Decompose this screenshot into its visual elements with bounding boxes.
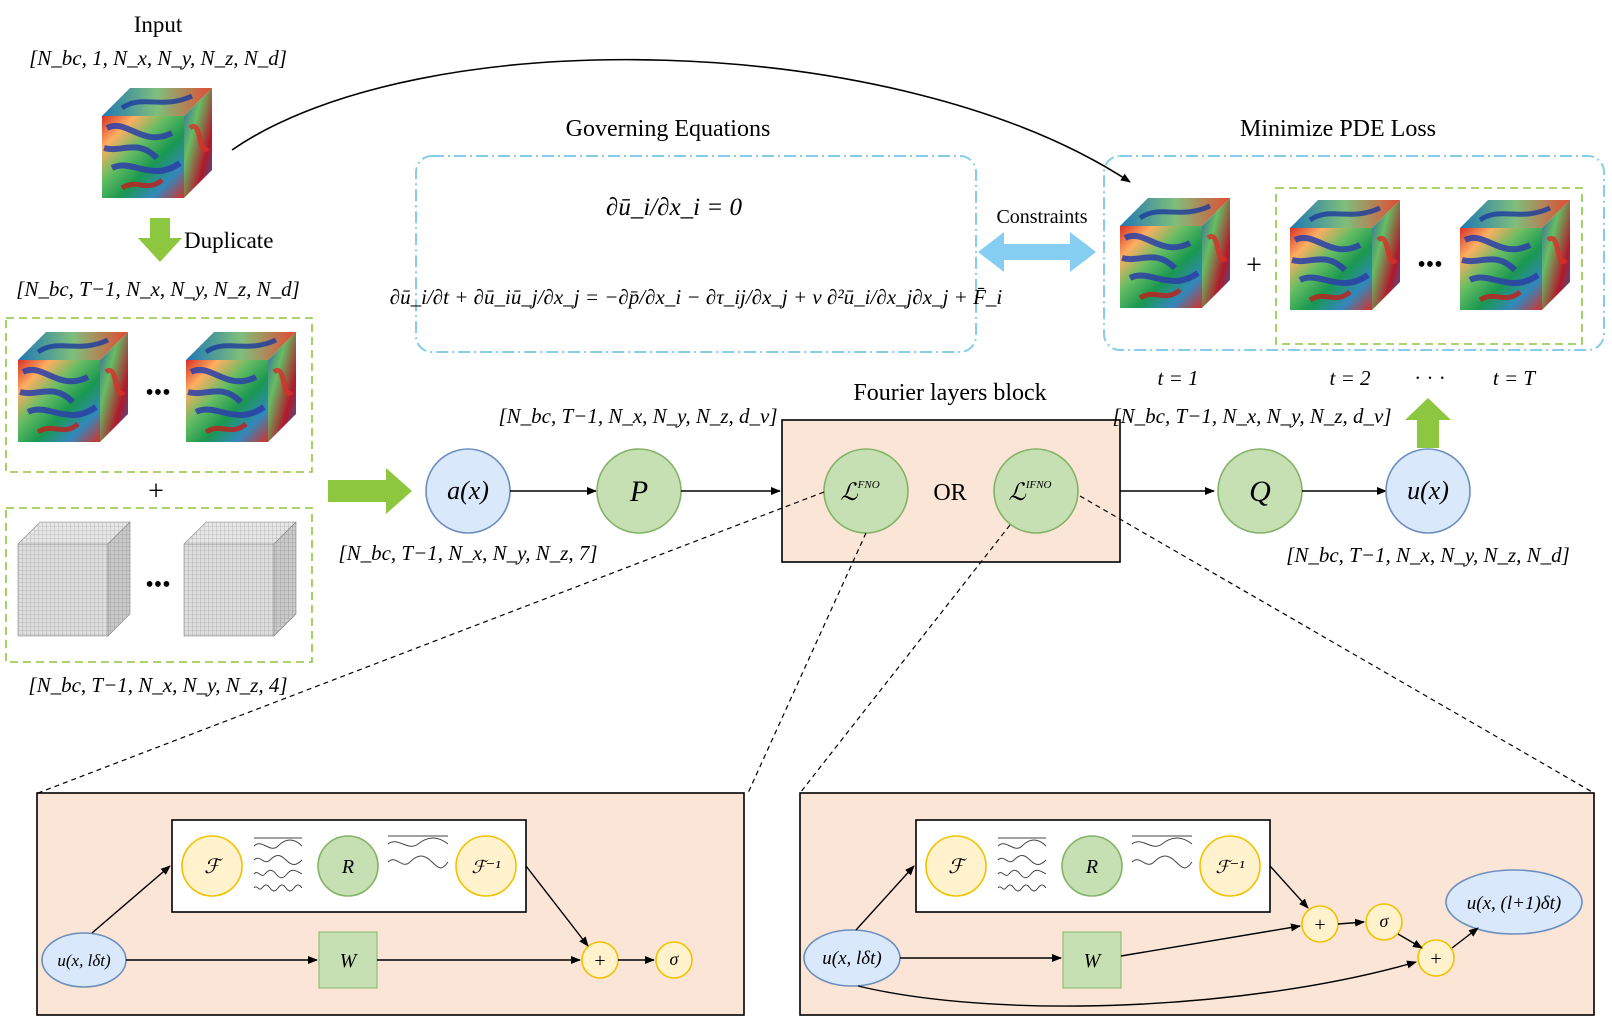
node-l-ifno-label: ℒIFNO: [1009, 479, 1052, 506]
fno-ifft-node: [455, 835, 517, 897]
loss-title: Minimize PDE Loss: [1240, 116, 1436, 142]
grid-coordinates-box: [5, 507, 313, 663]
zoom-line-fno-left: [37, 491, 825, 794]
concat-plus: +: [148, 476, 164, 507]
ifno-sum-label: +: [1314, 914, 1325, 936]
ifno-sigma-label: σ: [1380, 911, 1390, 931]
ifno-output-label: u(x, (l+1)δt): [1467, 893, 1561, 914]
ifno-fft-node: [925, 835, 987, 897]
node-u-x: [1385, 448, 1471, 534]
governing-equations-box: [415, 155, 977, 353]
lift-shape: [N_bc, T−1, N_x, N_y, N_z, d_v]: [498, 404, 777, 428]
continuity-equation-text: ∂ū_i/∂x_i = 0: [606, 194, 743, 221]
ifno-edge-w-to-sum: [1120, 923, 1301, 957]
predicted-fields-box: [1275, 187, 1583, 345]
fno-input-label: u(x, lδt): [57, 951, 111, 970]
ifno-output-node: [1445, 869, 1583, 935]
governing-title: Governing Equations: [566, 116, 771, 142]
node-q-label: Q: [1249, 475, 1271, 508]
skip-curve-arrow: [231, 58, 1131, 183]
ifno-r-label: R: [1085, 856, 1098, 878]
node-l-fno-label: ℒFNO: [840, 479, 879, 506]
mesh-cube-first: [17, 521, 131, 637]
input-shape: [N_bc, 1, N_x, N_y, N_z, N_d]: [29, 46, 287, 70]
node-u-x-label: u(x): [1407, 476, 1449, 505]
duplicated-cube-last: [186, 332, 296, 442]
node-l-fno: [823, 448, 909, 534]
concat-shape: [N_bc, T−1, N_x, N_y, N_z, 7]: [338, 541, 597, 565]
fourier-block-title: Fourier layers block: [853, 380, 1046, 406]
or-label: OR: [933, 480, 966, 506]
duplicate-arrow: [138, 218, 182, 262]
duplicate-label: Duplicate: [184, 228, 273, 253]
ifno-ifft-label: ℱ⁻¹: [1215, 857, 1244, 877]
ifno-residual-sum-node: [1417, 939, 1455, 977]
fno-r-node: [317, 835, 379, 897]
duplicated-dots: •••: [145, 380, 170, 406]
ifno-edge-residual-to-output: [1451, 927, 1479, 949]
fno-sigma-label: σ: [670, 949, 680, 969]
duplicate-shape: [N_bc, T−1, N_x, N_y, N_z, N_d]: [16, 277, 300, 301]
zoom-line-ifno-right: [1079, 495, 1595, 794]
time-label-T: t = T: [1493, 366, 1537, 390]
fno-fft-label: ℱ: [204, 856, 223, 878]
loss-cube-tT: [1460, 200, 1570, 310]
ifno-w-node: [1062, 931, 1122, 989]
mesh-cube-last: [183, 521, 297, 637]
input-field-cube: [102, 88, 212, 198]
fno-ifft-label: ℱ⁻¹: [471, 857, 500, 877]
loss-cube-t2: [1290, 200, 1400, 310]
loss-plus: +: [1246, 250, 1262, 281]
ifno-r-node: [1061, 835, 1123, 897]
zoom-line-fno-right: [747, 532, 867, 794]
duplicated-fields-box: [5, 317, 313, 473]
grid-dots: •••: [145, 572, 170, 598]
grid-shape: [N_bc, T−1, N_x, N_y, N_z, 4]: [28, 673, 287, 697]
constraints-arrow: [978, 232, 1096, 272]
momentum-equation-text: ∂ū_i/∂t + ∂ū_iū_j/∂x_j = −∂p̄/∂x_i − ∂τ_…: [390, 285, 1003, 309]
node-l-ifno: [993, 448, 1079, 534]
fno-edge-spectral-to-sum: [525, 865, 589, 947]
constraints-label: Constraints: [996, 206, 1087, 228]
time-label-dots: · · ·: [1414, 366, 1445, 390]
node-p-label: P: [629, 475, 648, 508]
fno-r-label: R: [341, 856, 354, 878]
time-label-2: t = 2: [1329, 366, 1371, 390]
momentum-equation: ∂ū_i/∂t + ∂ū_iū_j/∂x_j = −∂p̄/∂x_i − ∂τ_…: [390, 285, 1003, 309]
ifno-edge-sum-to-sigma: [1337, 918, 1365, 927]
ifno-w-label: W: [1084, 950, 1103, 972]
ifno-edge-sigma-to-residual: [1397, 933, 1423, 949]
zoom-line-ifno-left: [799, 524, 1011, 794]
node-a-x-label: a(x): [447, 476, 489, 505]
proj-shape: [N_bc, T−1, N_x, N_y, N_z, d_v]: [1112, 404, 1391, 428]
output-up-arrow: [1405, 398, 1451, 448]
pde-loss-box: [1103, 155, 1605, 351]
ifno-input-label: u(x, lδt): [822, 948, 881, 969]
time-label-1: t = 1: [1157, 366, 1198, 390]
loss-cube-t1: [1120, 198, 1230, 308]
ifno-sigma-node: [1365, 903, 1403, 941]
ifno-fft-label: ℱ: [948, 856, 967, 878]
fno-edge-in-to-spectral: [91, 865, 171, 934]
fno-w-label: W: [340, 950, 359, 972]
duplicated-cube-first: [18, 332, 128, 442]
ifno-edge-skip-to-residual: [857, 960, 1417, 1007]
concat-arrow: [328, 468, 412, 514]
loss-dots: •••: [1417, 252, 1442, 278]
fno-w-node: [318, 931, 378, 989]
fno-fft-node: [181, 835, 243, 897]
input-title: Input: [134, 12, 183, 37]
output-shape: [N_bc, T−1, N_x, N_y, N_z, N_d]: [1286, 543, 1570, 567]
continuity-equation: ∂ū_i/∂x_i = 0: [606, 194, 743, 221]
fno-sum-label: +: [594, 950, 605, 972]
ifno-ifft-node: [1199, 835, 1261, 897]
fno-sigma-node: [655, 941, 693, 979]
ifno-edge-in-to-spectral: [855, 865, 915, 931]
ifno-edge-spectral-to-sum: [1269, 865, 1309, 909]
ifno-residual-sum-label: +: [1430, 948, 1441, 970]
